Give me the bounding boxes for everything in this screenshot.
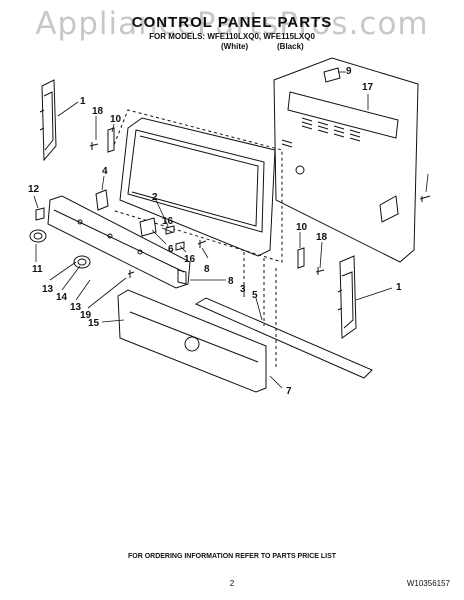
callout-14: 14	[56, 292, 68, 303]
callout-13-b: 13	[70, 302, 82, 313]
part-18-left	[89, 142, 99, 150]
part-12	[35, 207, 45, 221]
part-10-left	[107, 127, 115, 153]
part-4	[95, 189, 109, 211]
callout-1-left: 1	[80, 96, 86, 107]
part-rear-panel	[273, 57, 419, 263]
callout-8-strip: 8	[228, 276, 234, 287]
callout-2: 2	[152, 192, 158, 203]
variant-white: (White)	[221, 42, 249, 51]
callout-17: 17	[362, 82, 374, 93]
callout-18-left: 18	[92, 106, 104, 117]
callout-11: 11	[32, 264, 43, 275]
part-18-right	[315, 267, 325, 275]
part-screw-right	[419, 195, 431, 202]
part-switch	[139, 217, 157, 237]
part-19	[127, 270, 135, 278]
callout-4: 4	[102, 166, 108, 177]
part-knob	[29, 229, 47, 243]
page-number: 2	[229, 579, 235, 588]
callout-18-right: 18	[316, 232, 328, 243]
callout-1-right: 1	[396, 282, 402, 293]
part-screw-left	[197, 240, 207, 248]
document-number: W10356157	[406, 579, 450, 588]
callout-7: 7	[286, 386, 292, 397]
part-trim-strip	[194, 297, 373, 379]
part-end-cap-left	[39, 79, 57, 162]
callout-5: 5	[252, 290, 258, 301]
part-clip	[323, 67, 341, 83]
callout-6: 6	[168, 244, 174, 255]
part-control-strip	[47, 195, 191, 289]
callout-19: 19	[80, 310, 92, 321]
callout-3: 3	[240, 284, 246, 295]
callout-16-b: 16	[184, 254, 196, 265]
callout-10-left: 10	[110, 114, 122, 125]
ordering-note: FOR ORDERING INFORMATION REFER TO PARTS …	[127, 553, 337, 560]
models-line: FOR MODELS: WFE110LXQ0, WFE115LXQ0	[149, 32, 315, 41]
callout-16-a: 16	[162, 216, 174, 227]
callout-9: 9	[346, 66, 352, 77]
callout-10-right: 10	[296, 222, 308, 233]
assembly-outline	[111, 109, 283, 263]
diagram-title: CONTROL PANEL PARTS	[131, 14, 333, 31]
variant-black: (Black)	[277, 42, 304, 51]
callout-12: 12	[28, 184, 40, 195]
callout-13-a: 13	[42, 284, 54, 295]
part-lower-bracket	[117, 289, 267, 393]
part-control-panel	[119, 117, 276, 257]
part-10-right	[297, 247, 305, 269]
watermark: AppliancePartsPros.com	[35, 6, 429, 42]
part-end-cap-right	[337, 255, 357, 339]
callout-8-mid: 8	[204, 264, 210, 275]
callout-15: 15	[88, 318, 100, 329]
part-knob-2	[73, 255, 91, 269]
